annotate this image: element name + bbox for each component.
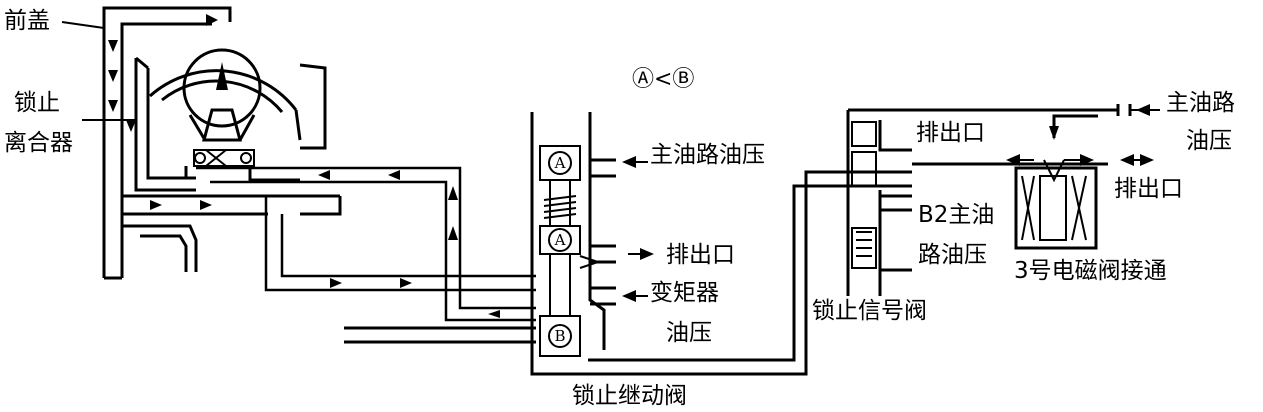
lockup-clutch-label-2: 离合器 xyxy=(4,130,73,156)
lockup-signal-valve xyxy=(846,104,1160,296)
lockup-relay-valve: A A B xyxy=(344,112,912,376)
converter-pressure-label-1: 变矩器 xyxy=(650,280,719,306)
lockup-relay-valve-label: 锁止继动阀 xyxy=(572,383,687,409)
solenoid-exhaust-port-label: 排出口 xyxy=(1114,176,1183,202)
chamber-a-label: A xyxy=(554,154,566,172)
chamber-b-label: B xyxy=(554,327,565,345)
solenoid-on-label: 3号电磁阀接通 xyxy=(1014,258,1167,284)
signal-exhaust-port-label: 排出口 xyxy=(916,120,985,146)
main-line-label-1: 主油路 xyxy=(1166,90,1235,116)
b2-main-pressure-label-1: B2主油 xyxy=(918,202,994,228)
b2-main-pressure-label-2: 路油压 xyxy=(918,242,987,268)
labels: 前盖 锁止 离合器 Ⓐ<Ⓑ 主油路油压 排出口 变矩器 油压 锁止继动阀 排出口… xyxy=(4,8,1235,409)
oil-passages xyxy=(196,166,536,322)
converter-pressure-label-2: 油压 xyxy=(666,320,712,346)
pressure-relation-label: Ⓐ<Ⓑ xyxy=(632,67,694,92)
relay-exhaust-port-label: 排出口 xyxy=(666,242,735,268)
torque-converter xyxy=(102,6,342,280)
main-line-pressure-label: 主油路油压 xyxy=(650,142,765,168)
front-cover-label: 前盖 xyxy=(4,8,50,34)
lockup-clutch-label-1: 锁止 xyxy=(14,90,60,116)
lockup-signal-valve-label: 锁止信号阀 xyxy=(812,298,927,324)
solenoid-valve-3 xyxy=(912,154,1154,250)
chamber-a2-label: A xyxy=(554,231,566,249)
main-line-label-2: 油压 xyxy=(1186,128,1232,154)
